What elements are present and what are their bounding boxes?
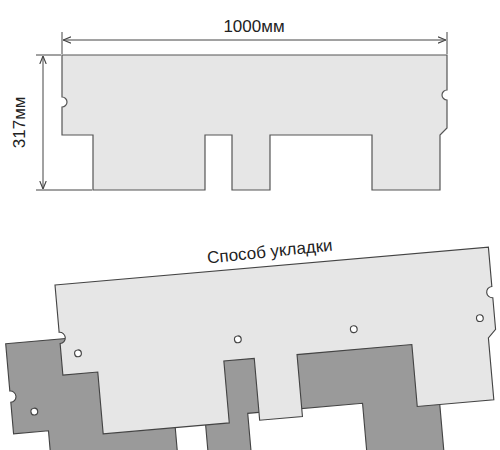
- section-heading: Способ укладки: [203, 236, 336, 268]
- dimension-lines: [36, 32, 447, 190]
- dimension-label: 317мм: [11, 93, 30, 151]
- shingle-plan: [62, 55, 447, 190]
- dimension-label: 1000мм: [220, 18, 287, 37]
- shingle-laying: [1, 247, 500, 450]
